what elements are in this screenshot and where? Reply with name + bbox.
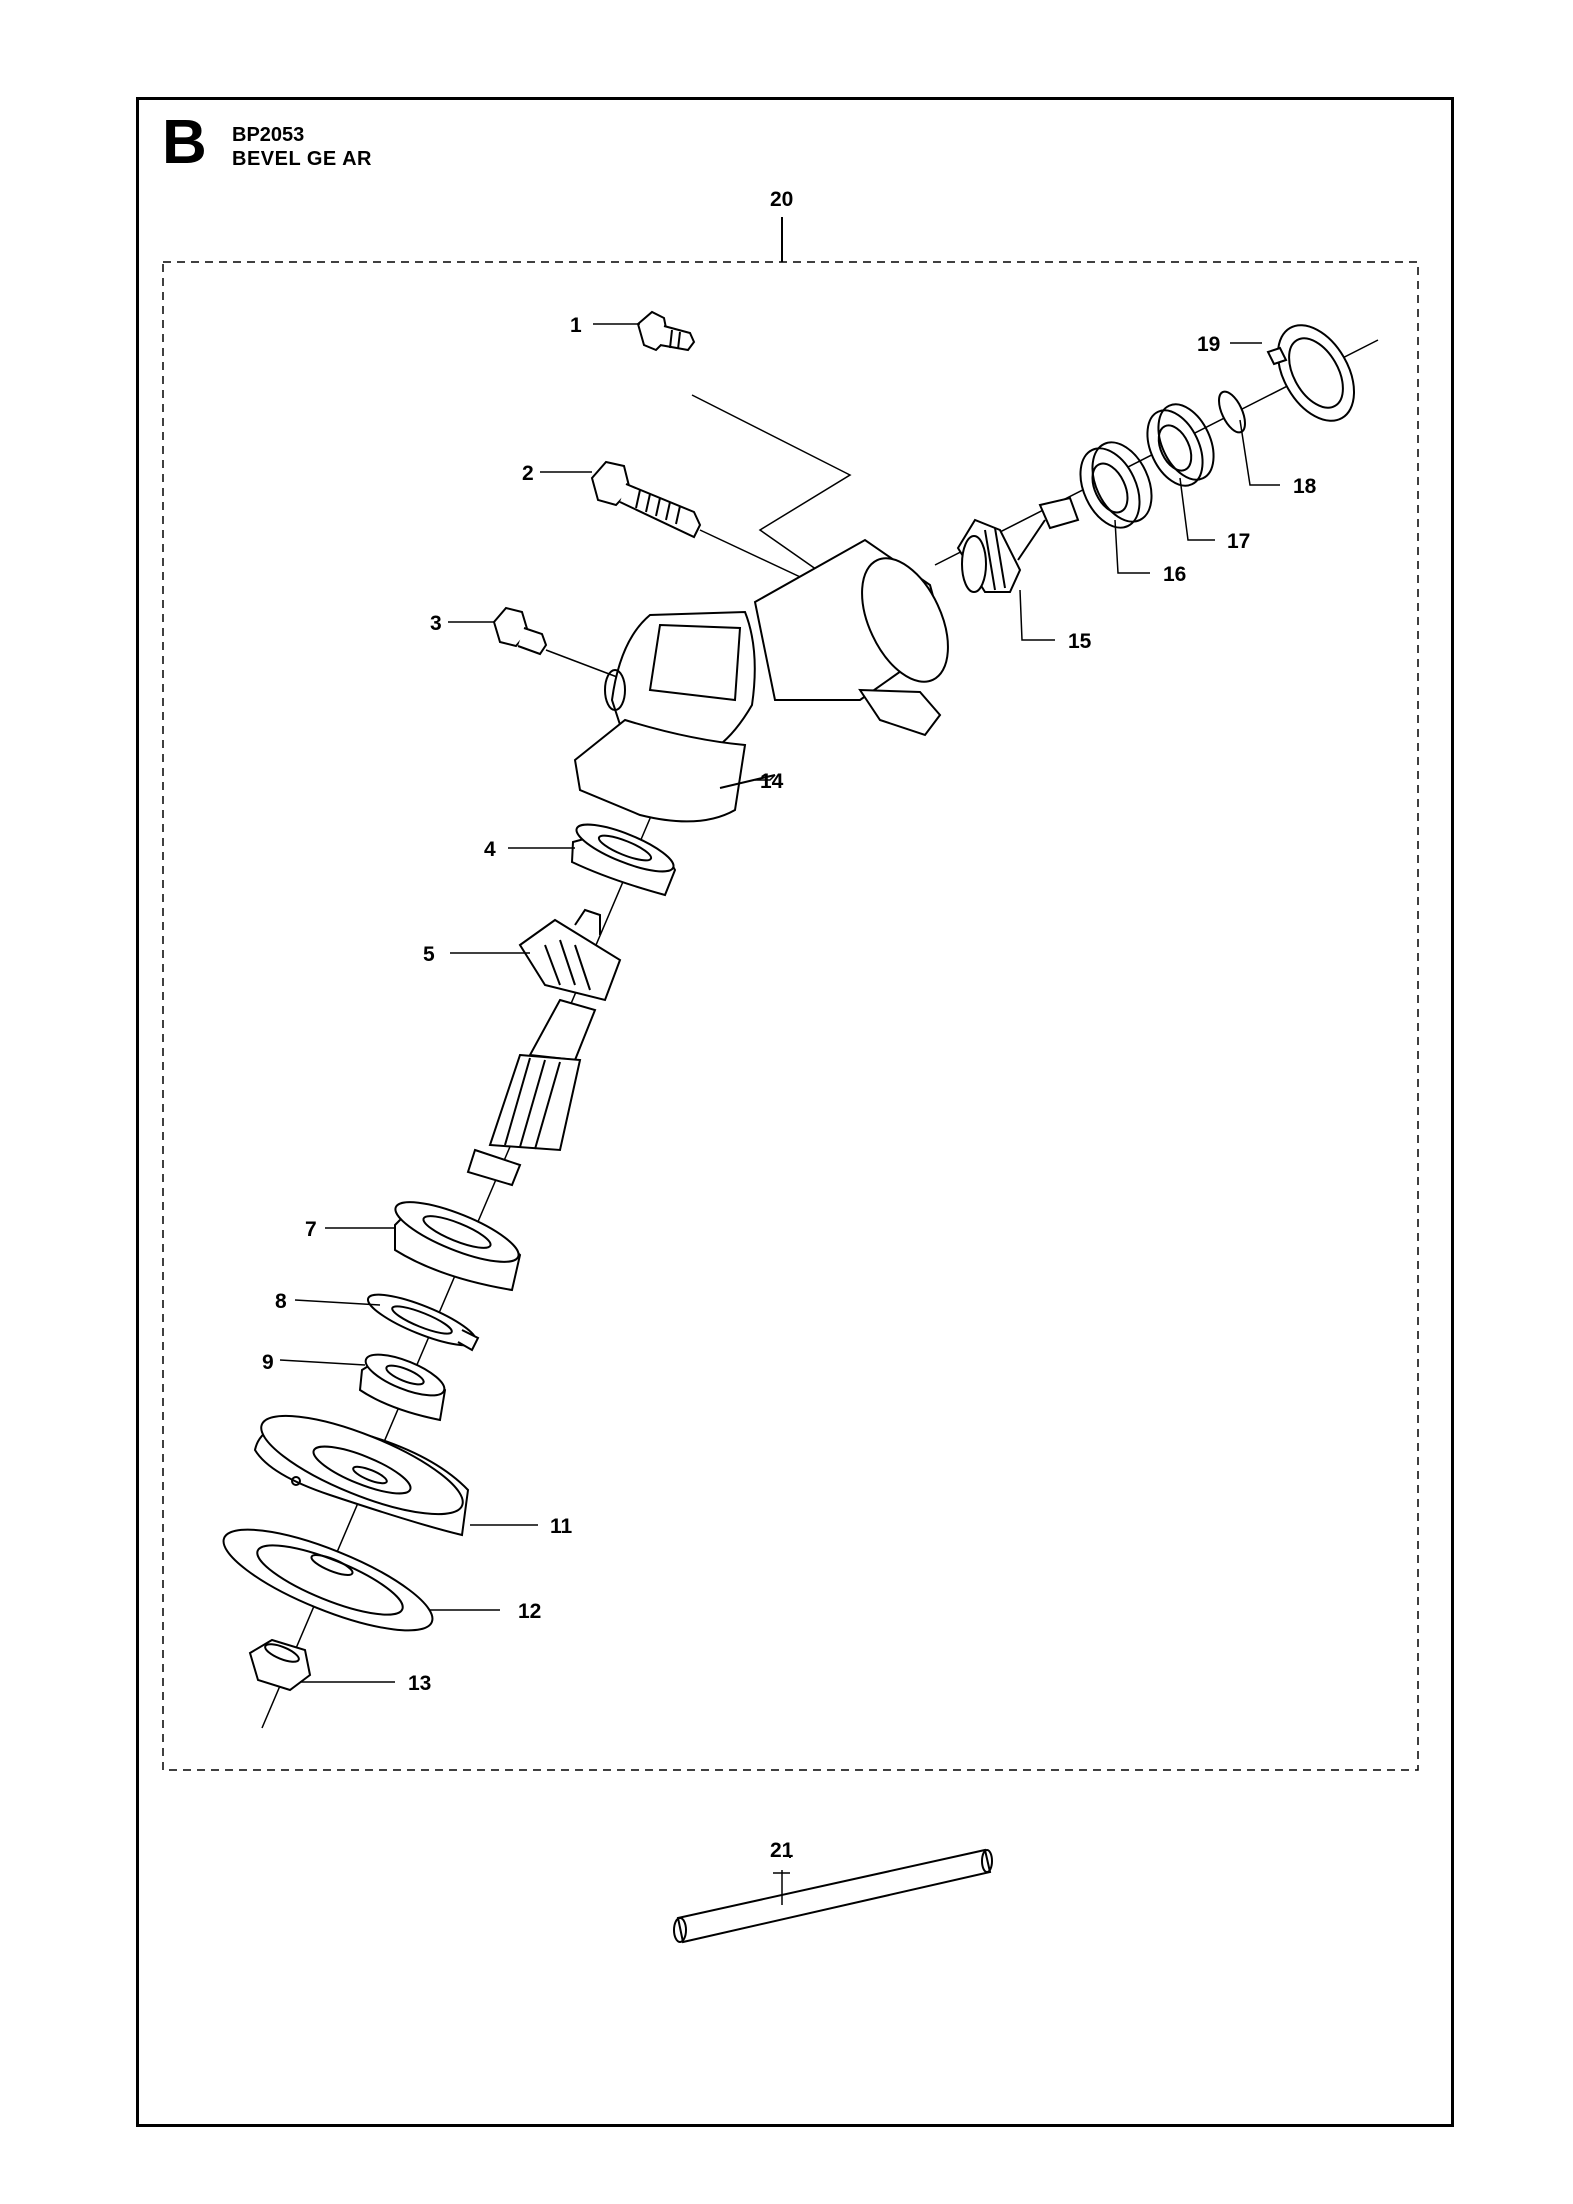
callout-15: 15 (1068, 630, 1092, 653)
nut-13 (248, 1638, 312, 1692)
callout-2: 2 (522, 462, 534, 485)
kit-boundary (162, 261, 1419, 1771)
model-code: BP2053 (232, 124, 305, 146)
bearing-16 (1079, 441, 1153, 529)
ring-18 (1218, 390, 1246, 434)
callout-21: 21 (770, 1839, 794, 1862)
callout-14: 14 (760, 770, 784, 793)
screw-3-path (545, 649, 626, 681)
callout-8: 8 (275, 1290, 287, 1313)
flange-11 (253, 1414, 470, 1537)
bearing-7 (394, 1201, 522, 1292)
screw-3 (492, 606, 548, 656)
screw-2 (590, 460, 702, 539)
callout-17: 17 (1227, 530, 1250, 553)
spacer-9 (358, 1353, 447, 1422)
callout-11: 11 (550, 1515, 573, 1538)
callout-7: 7 (305, 1218, 317, 1241)
callout-9: 9 (262, 1351, 274, 1374)
tool-rod-21 (673, 1848, 993, 1944)
disc-12 (222, 1528, 434, 1632)
screw-1-path (691, 394, 852, 573)
circlip-19 (1266, 324, 1355, 422)
gear-housing-14 (573, 538, 949, 823)
callout-4: 4 (484, 838, 496, 861)
callout-20: 20 (770, 188, 793, 211)
callout-leaders (279, 323, 1280, 1905)
pinion-15 (956, 496, 1080, 593)
callout-3: 3 (430, 612, 442, 635)
washer-8 (366, 1293, 480, 1352)
callout-13: 13 (408, 1672, 431, 1695)
callout-12: 12 (518, 1600, 541, 1623)
assembly-title: BEVEL GE AR (232, 148, 372, 170)
page-frame (136, 97, 1454, 2127)
gear-shaft-5 (466, 908, 622, 1187)
screw-1 (636, 310, 696, 352)
section-letter: B (162, 108, 207, 177)
callout-16: 16 (1163, 563, 1186, 586)
callout-19: 19 (1197, 333, 1220, 356)
bearing-17 (1146, 403, 1215, 487)
callout-5: 5 (423, 943, 435, 966)
callout-1: 1 (570, 314, 582, 337)
bearing-4 (570, 823, 677, 897)
callout-18: 18 (1293, 475, 1317, 498)
